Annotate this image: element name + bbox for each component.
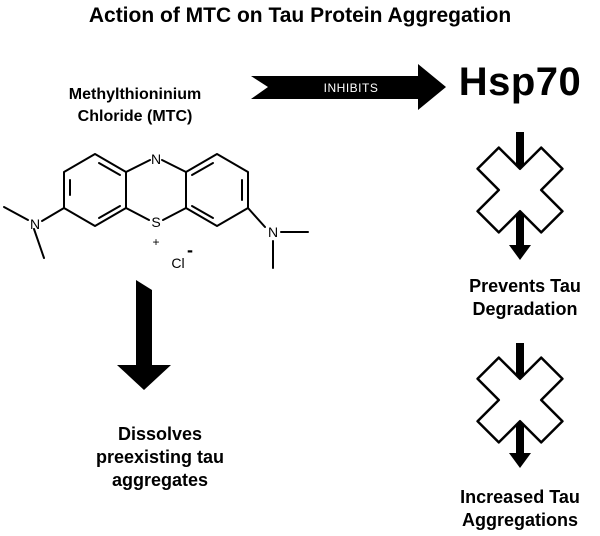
- right-ring-double-bond-3: [191, 205, 214, 219]
- inhibits-arrow-shape: [251, 64, 446, 110]
- inhibits-arrow-label: INHIBITS: [324, 81, 379, 95]
- atom-chloride: Cl: [171, 255, 184, 271]
- inhibits-arrow: INHIBITS: [251, 64, 446, 110]
- dissolves-aggregates-line-1: Dissolves: [117, 424, 203, 444]
- atom-left-amine: N: [30, 216, 40, 232]
- left-ring-double-bond-3: [98, 205, 121, 219]
- prevents-degradation-line-2: Degradation: [472, 298, 578, 319]
- compound-name-line-1: Methylthioninium: [68, 86, 202, 103]
- diagram-title: Action of MTC on Tau Protein Aggregation: [88, 4, 512, 27]
- compound-name-line-2: Chloride (MTC): [77, 107, 193, 125]
- bond-left-amine: [41, 207, 65, 222]
- mtc-structure: [3, 153, 309, 269]
- dissolves-aggregates-line-2: preexisting tau: [95, 446, 225, 467]
- blocked-pathway-1: [476, 132, 564, 260]
- atom-right-amine: N: [268, 224, 278, 240]
- atom-sulfur-charge: +: [152, 235, 159, 249]
- bond-right-amine: [247, 207, 266, 228]
- left-benzene-ring: [63, 153, 127, 227]
- increased-aggregation-line-2: Aggregations: [461, 509, 578, 530]
- mtc-atom-labels: N S + Cl - N N: [30, 151, 278, 271]
- prevents-degradation-line-1: Prevents Tau: [469, 276, 581, 296]
- target-protein-label: Hsp70: [458, 60, 582, 104]
- bond-left-to-n: [125, 159, 151, 173]
- dissolves-aggregates-label: Dissolves preexisting tau aggregates: [65, 423, 255, 492]
- dissolve-down-arrow: [117, 280, 171, 390]
- bond-left-to-s: [125, 207, 150, 221]
- prevents-degradation-label: Prevents Tau Degradation: [450, 275, 600, 321]
- dissolves-aggregates-line-3: aggregates: [111, 469, 209, 490]
- compound-name: Methylthioninium Chloride (MTC): [25, 84, 245, 127]
- atom-sulfur: S: [151, 214, 160, 230]
- blocked-pathway-2: [476, 343, 564, 468]
- inhibition-cross-2: [476, 356, 564, 444]
- atom-ring-nitrogen: N: [151, 151, 161, 167]
- bond-n-to-right: [161, 159, 187, 173]
- left-ring-double-bond-1: [98, 162, 121, 176]
- increased-aggregation-line-1: Increased Tau: [460, 487, 580, 507]
- right-ring-double-bond-1: [191, 162, 214, 176]
- bond-left-methyl-1: [3, 206, 29, 221]
- bond-left-methyl-2: [33, 228, 45, 259]
- right-benzene-ring: [185, 153, 249, 227]
- inhibition-cross-1: [476, 146, 564, 234]
- bond-s-to-right: [162, 207, 187, 221]
- increased-aggregation-label: Increased Tau Aggregations: [440, 486, 600, 532]
- atom-chloride-charge: -: [187, 240, 193, 260]
